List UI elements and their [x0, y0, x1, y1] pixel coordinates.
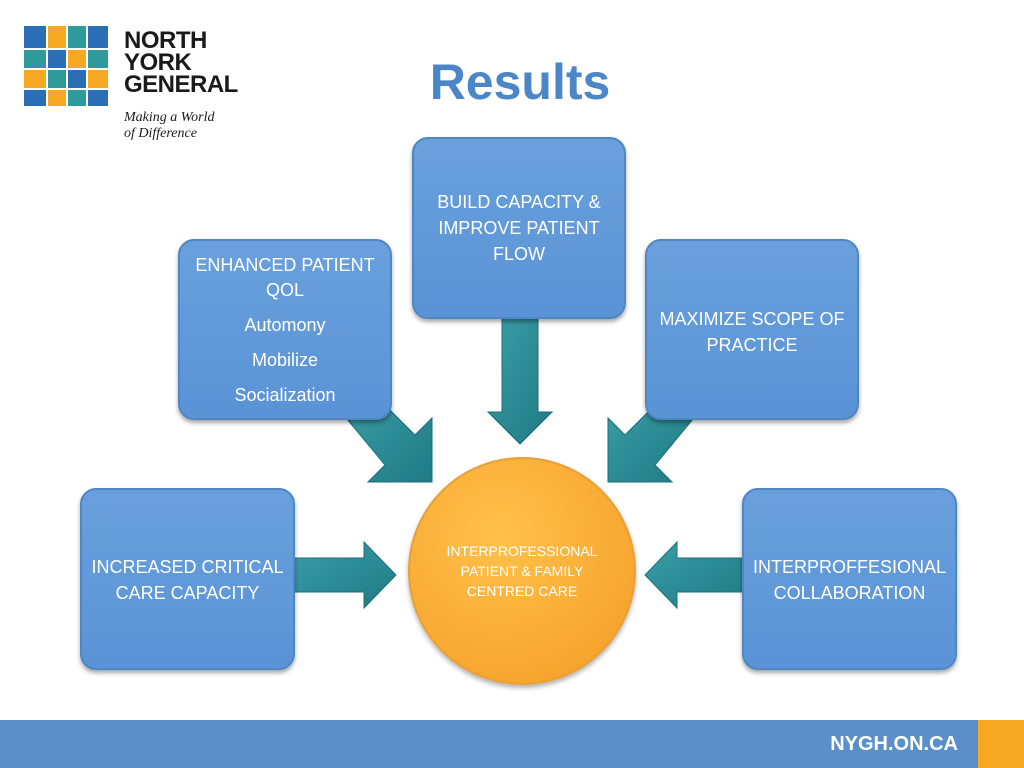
box-line: INTERPROFFESIONAL [752, 557, 947, 577]
box-maximize-scope: MAXIMIZE SCOPE OF PRACTICE [645, 239, 859, 420]
box-heading-line: QOL [265, 280, 304, 300]
center-circle: INTERPROFESSIONAL PATIENT & FAMILY CENTR… [408, 457, 636, 685]
box-line: IMPROVE PATIENT [438, 218, 600, 238]
box-line: FLOW [493, 244, 545, 264]
box-line: PRACTICE [706, 335, 798, 355]
box-item: Socialization [234, 385, 336, 405]
box-item: Automony [244, 315, 326, 335]
box-heading-line: ENHANCED PATIENT [195, 255, 375, 275]
footer-accent [978, 720, 1024, 768]
arrow-right-icon [292, 540, 397, 610]
logo-word: GENERAL [124, 71, 238, 98]
center-line: CENTRED CARE [466, 583, 578, 599]
arrow-left-icon [644, 540, 746, 610]
box-line: INCREASED CRITICAL [91, 557, 284, 577]
arrow-down-icon [486, 317, 554, 445]
logo-tagline-line: of Difference [124, 126, 197, 141]
box-enhanced-patient-qol: ENHANCED PATIENT QOL Automony Mobilize S… [178, 239, 392, 420]
center-line: PATIENT & FAMILY [460, 563, 584, 579]
center-line: INTERPROFESSIONAL [446, 543, 598, 559]
logo-grid-icon [24, 24, 108, 108]
logo-word: YORK [124, 49, 192, 76]
box-build-capacity: BUILD CAPACITY & IMPROVE PATIENT FLOW [412, 137, 626, 319]
footer-url: NYGH.ON.CA [830, 733, 958, 755]
footer-bar: NYGH.ON.CA [0, 720, 1024, 768]
center-label: INTERPROFESSIONAL PATIENT & FAMILY CENTR… [447, 541, 598, 601]
box-critical-care: INCREASED CRITICAL CARE CAPACITY [80, 488, 295, 670]
logo-tagline: Making a World of Difference [124, 110, 214, 142]
box-interprofessional-collaboration: INTERPROFFESIONAL COLLABORATION [742, 488, 957, 670]
logo-wordmark: NORTH YORK GENERAL [124, 27, 238, 98]
slide-title: Results [429, 54, 611, 110]
box-line: COLLABORATION [773, 583, 926, 603]
logo-tagline-line: Making a World [124, 110, 215, 125]
box-item: Mobilize [251, 350, 319, 370]
nygh-logo: NORTH YORK GENERAL Making a World of Dif… [24, 24, 254, 154]
box-line: MAXIMIZE SCOPE OF [659, 309, 845, 329]
logo-word: NORTH [124, 27, 207, 54]
box-line: CARE CAPACITY [115, 583, 260, 603]
box-line: BUILD CAPACITY & [437, 192, 601, 212]
